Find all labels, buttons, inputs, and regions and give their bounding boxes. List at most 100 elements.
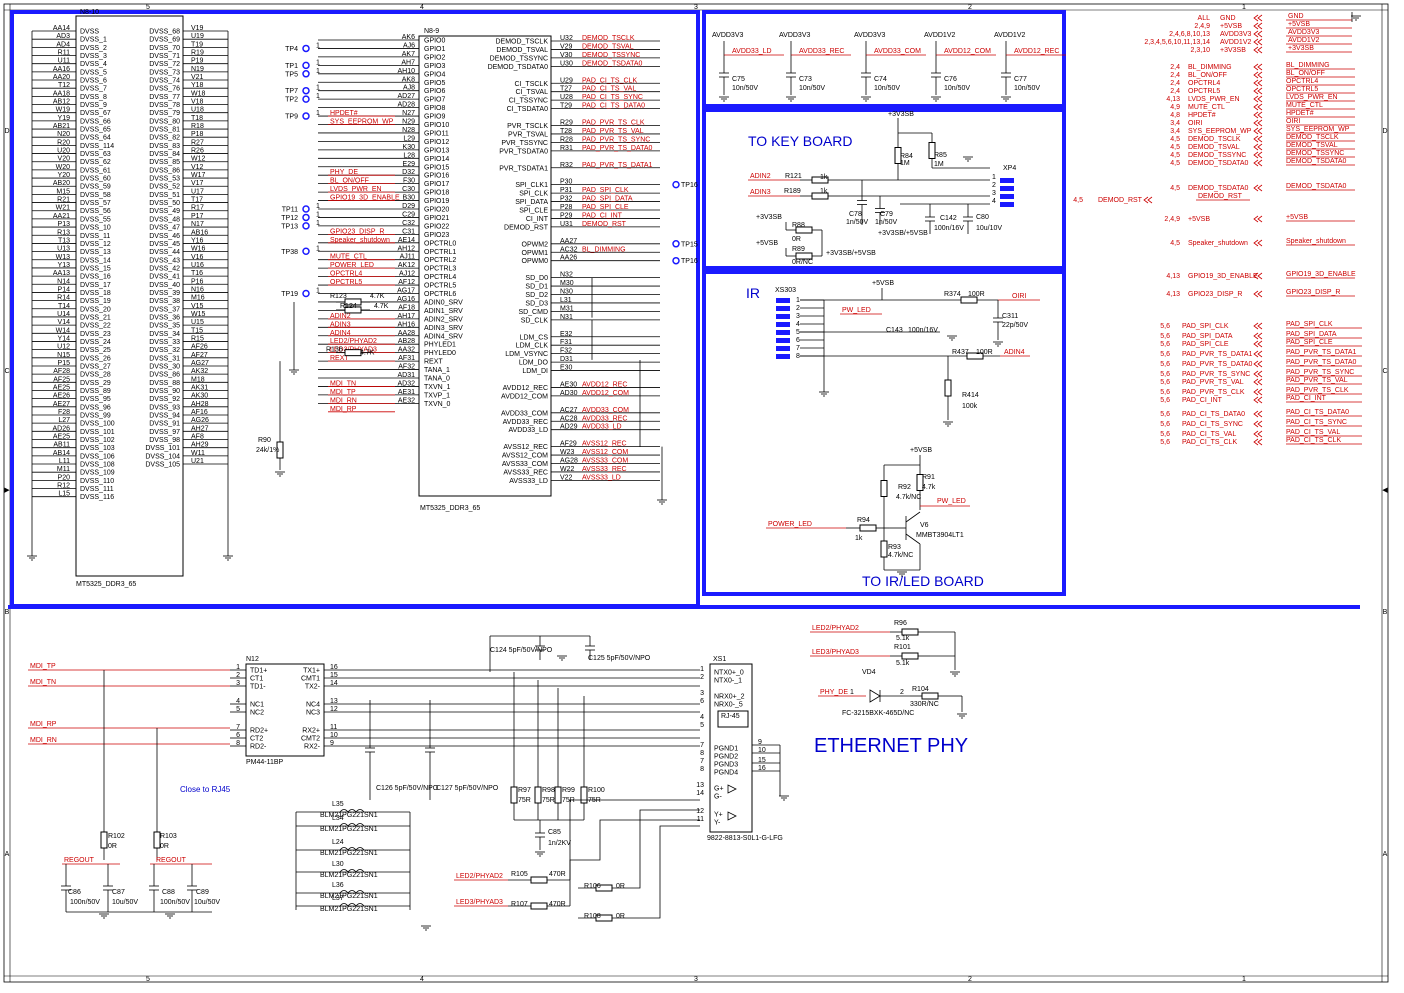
port-chevron <box>1253 46 1259 54</box>
dvss-pin-name: DVSS_72 <box>149 61 180 68</box>
gpio-pin-name: GPIO0 <box>424 38 446 45</box>
r374-value: 100R <box>968 291 985 298</box>
ground-symbol <box>950 671 960 677</box>
gpio-pin-number: F30 <box>403 178 415 185</box>
r107-ref: R107 <box>511 901 528 908</box>
dvss-pin-number: AD4 <box>56 41 70 48</box>
cap-ref: C75 <box>732 76 745 83</box>
xs1-pin-number: 11 <box>697 816 704 823</box>
border-letter: D <box>1382 128 1387 135</box>
port-net: DEMOD_RST <box>1198 193 1243 200</box>
port-chevron <box>1257 184 1263 192</box>
ground-symbol <box>1001 96 1011 102</box>
dvss-pin-number: P16 <box>191 278 204 285</box>
gpio-right-pin-number: AD29 <box>560 424 578 431</box>
gpio-pin-name: OPCTRL1 <box>424 249 456 256</box>
gpio-pin-name: GPIO4 <box>424 71 446 78</box>
regout-net: REGOUT <box>156 857 187 864</box>
gpio-pin-name: PHYLED1 <box>424 342 456 349</box>
c87-value: 10u/50V <box>112 899 138 906</box>
gpio-right-pin-number: P31 <box>560 187 573 194</box>
gpio-right-pin-number: M31 <box>560 305 574 312</box>
gpio-right-pin-name: PVR_TSCLK <box>507 123 548 130</box>
border-number: 3 <box>694 4 698 11</box>
xp4-pin <box>1000 186 1014 191</box>
port-name: OIRI <box>1188 120 1202 127</box>
gpio-pin-name: GPIO13 <box>424 147 449 154</box>
dvss-pin-name: DVSS_66 <box>80 118 111 125</box>
port-pages: 5,6 <box>1160 323 1170 330</box>
dvss-pin-name: DVSS_33 <box>149 339 180 346</box>
c88-value: 100n/50V <box>160 899 190 906</box>
dvss-pin-number: U13 <box>57 246 70 253</box>
port-chevron <box>1257 430 1263 438</box>
dvss-pin-name: DVSS_111 <box>80 486 114 493</box>
n12-pin-number: 11 <box>330 724 337 731</box>
c311-ref: C311 <box>1002 313 1018 320</box>
port-name: PAD_CI_TS_SYNC <box>1182 421 1243 428</box>
port-pages: 4,5 <box>1170 144 1180 151</box>
dvss-pin-name: DVSS_81 <box>149 127 180 134</box>
gpio-pin-number: AJ11 <box>400 254 416 261</box>
dvss-pin-number: R15 <box>191 335 204 342</box>
xs1-pin-number: 3 <box>700 690 704 697</box>
dvss-pin-name: DVSS_6 <box>80 78 107 85</box>
gpio-right-pin-number: P29 <box>560 212 573 219</box>
dvss-pin-number: Y19 <box>58 115 71 122</box>
port-chevron <box>1253 388 1259 396</box>
dvss-pin-number: R19 <box>191 50 204 57</box>
testpoint-circle <box>302 44 310 53</box>
dvss-pin-name: DVSS_95 <box>80 396 111 403</box>
xs303-pin <box>776 322 790 327</box>
xs1-pg-number: 9 <box>758 739 762 746</box>
port-chevron <box>1257 119 1263 127</box>
port-net: PAD_SPI_DATA <box>1286 331 1337 338</box>
dvss-pin-number: W21 <box>56 205 71 212</box>
r106-value: 0R <box>616 883 625 890</box>
dvss-pin-name: DVSS_73 <box>149 69 180 76</box>
dvss-pin-name: DVSS_50 <box>149 200 180 207</box>
r85-value: 1M <box>934 161 944 168</box>
eth-led-wire <box>630 825 700 919</box>
port-pages: 4,5 <box>1170 185 1180 192</box>
gpio-pin-number: L28 <box>403 152 415 159</box>
led3-net: LED3/PHYAD3 <box>456 899 503 906</box>
gpio-pin-number: AF32 <box>398 364 415 371</box>
port-net: AVDD1V2 <box>1288 37 1319 44</box>
dvss-pin-name: DVSS_48 <box>149 216 180 223</box>
termination-value: 75R <box>588 797 601 804</box>
port-name: GND <box>1220 15 1236 22</box>
dvss-pin-number: AB11 <box>53 442 70 449</box>
key-sel-label: +3V3SB/+5VSB <box>878 230 928 237</box>
testpoint-label: TP11 <box>282 207 298 214</box>
gpio-net-label: GPIO23_DISP_R <box>330 228 384 235</box>
testpoint-pin-number: 1 <box>316 85 320 92</box>
dvss-pin-name: DVSS_90 <box>149 388 180 395</box>
port-chevron <box>1253 420 1259 428</box>
c85-value: 1n/2KV <box>548 840 571 847</box>
r437-ref: R437 <box>952 349 969 356</box>
port-name: PAD_CI_TS_VAL <box>1182 431 1236 438</box>
ground-symbol <box>779 795 789 801</box>
xs1-pin-number: 8 <box>700 750 704 757</box>
gpio-pin-name: PHYLED0 <box>424 350 456 357</box>
dvss-pin-number: T17 <box>191 197 203 204</box>
port-chevron <box>1257 103 1263 111</box>
xp4-ref: XP4 <box>1003 165 1016 172</box>
dvss-pin-name: DVSS_47 <box>149 225 180 232</box>
dvss-pin-name: DVSS_92 <box>149 396 180 403</box>
gpio-pin-number: AA28 <box>398 330 415 337</box>
dvss-pin-number: T19 <box>191 41 203 48</box>
dvss-pin-number: AK32 <box>191 368 208 375</box>
dvss-pin-number: P20 <box>58 474 71 481</box>
dvss-pin-name: DVSS_3 <box>80 53 107 60</box>
port-chevron <box>1257 420 1263 428</box>
ground-symbol <box>289 369 299 375</box>
xp4-pin <box>1000 202 1014 207</box>
port-chevron <box>1257 388 1263 396</box>
key-rail-label: +3V3SB <box>888 111 914 118</box>
dvss-pin-name: DVSS_32 <box>149 347 180 354</box>
port-net: +3V3SB <box>1288 45 1314 52</box>
gpio-right-pin-name: DEMOD_TSCLK <box>495 39 548 46</box>
gpio-pin-name: GPIO11 <box>424 130 449 137</box>
